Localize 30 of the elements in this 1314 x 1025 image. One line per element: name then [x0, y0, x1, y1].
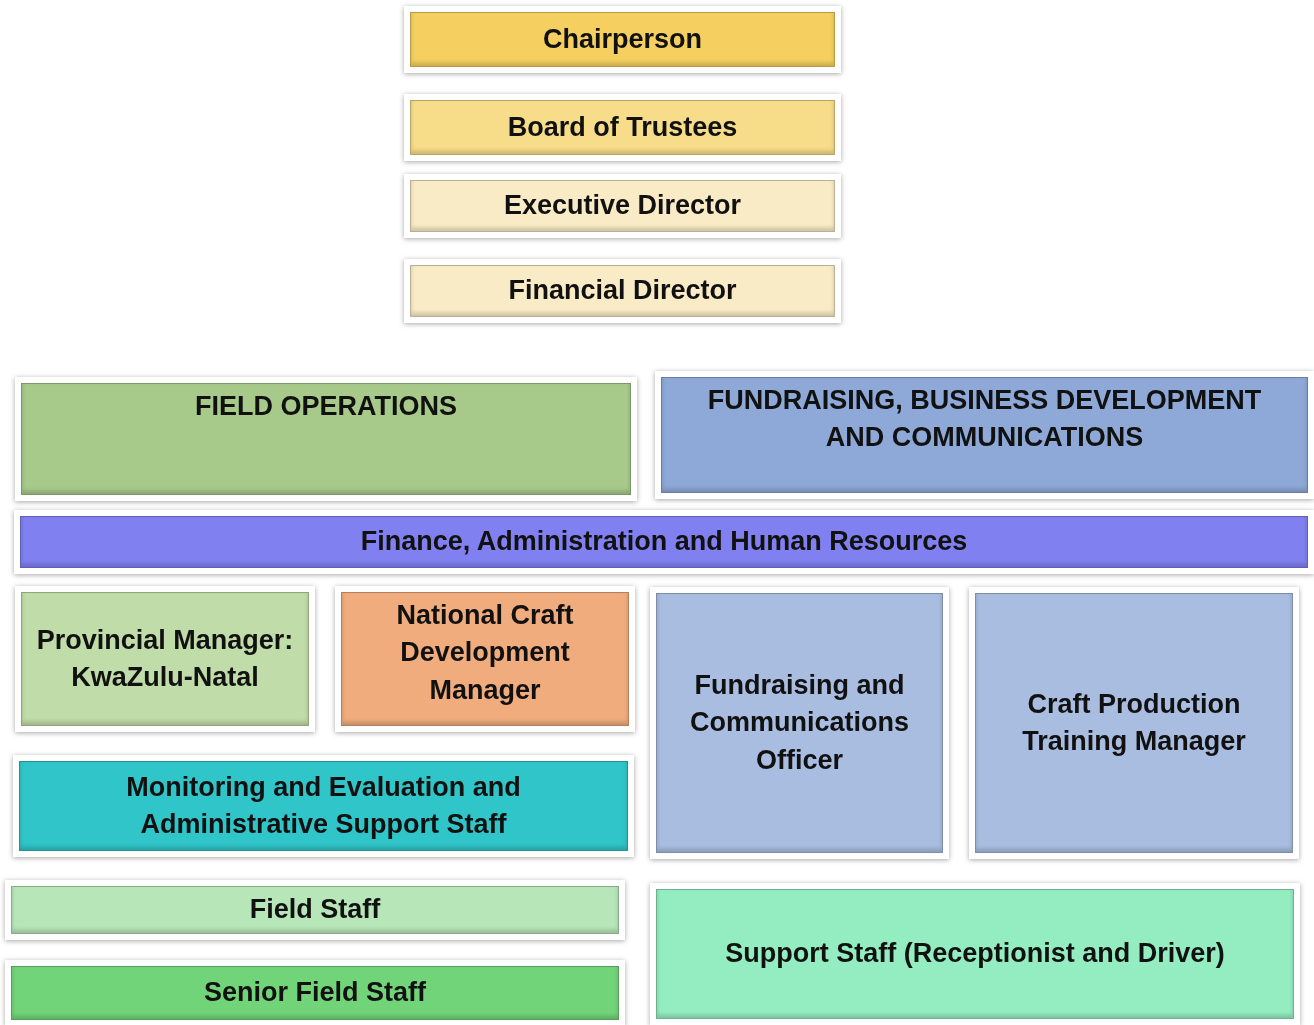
org-box [410, 265, 835, 317]
box-label: Senior Field Staff [204, 976, 426, 1010]
org-box [341, 592, 629, 726]
box-label: FIELD OPERATIONS [195, 390, 457, 423]
box-label: Fundraising and Communications Officer [689, 669, 910, 777]
box-label: Provincial Manager: KwaZulu-Natal [36, 623, 294, 694]
box-label: FUNDRAISING, BUSINESS DEVELOPMENT AND COMMUNICATIONS [706, 384, 1263, 455]
org-box [21, 592, 309, 726]
box-label: Executive Director [503, 189, 742, 223]
org-box [410, 100, 835, 155]
org-box [410, 12, 835, 67]
org-box [11, 966, 619, 1020]
box-label: Finance, Administration and Human Resources [360, 525, 968, 559]
box-label: Monitoring and Evaluation and Administrative Support Staff [125, 770, 522, 841]
box-label: Field Staff [249, 893, 381, 927]
org-box [410, 180, 835, 232]
box-label: Chairperson [542, 22, 702, 56]
org-box [656, 889, 1294, 1019]
org-box [661, 377, 1308, 493]
box-label: Financial Director [508, 274, 737, 308]
org-box [975, 593, 1293, 853]
box-label: Support Staff (Receptionist and Driver) [725, 937, 1225, 971]
org-box [656, 593, 943, 853]
org-box [20, 516, 1308, 568]
box-label: National Craft Development Manager [395, 599, 575, 707]
org-box [21, 383, 631, 495]
box-label: Board of Trustees [507, 110, 738, 144]
box-label: Craft Production Training Manager [1021, 687, 1247, 758]
org-box [19, 761, 628, 851]
org-box [11, 886, 619, 934]
